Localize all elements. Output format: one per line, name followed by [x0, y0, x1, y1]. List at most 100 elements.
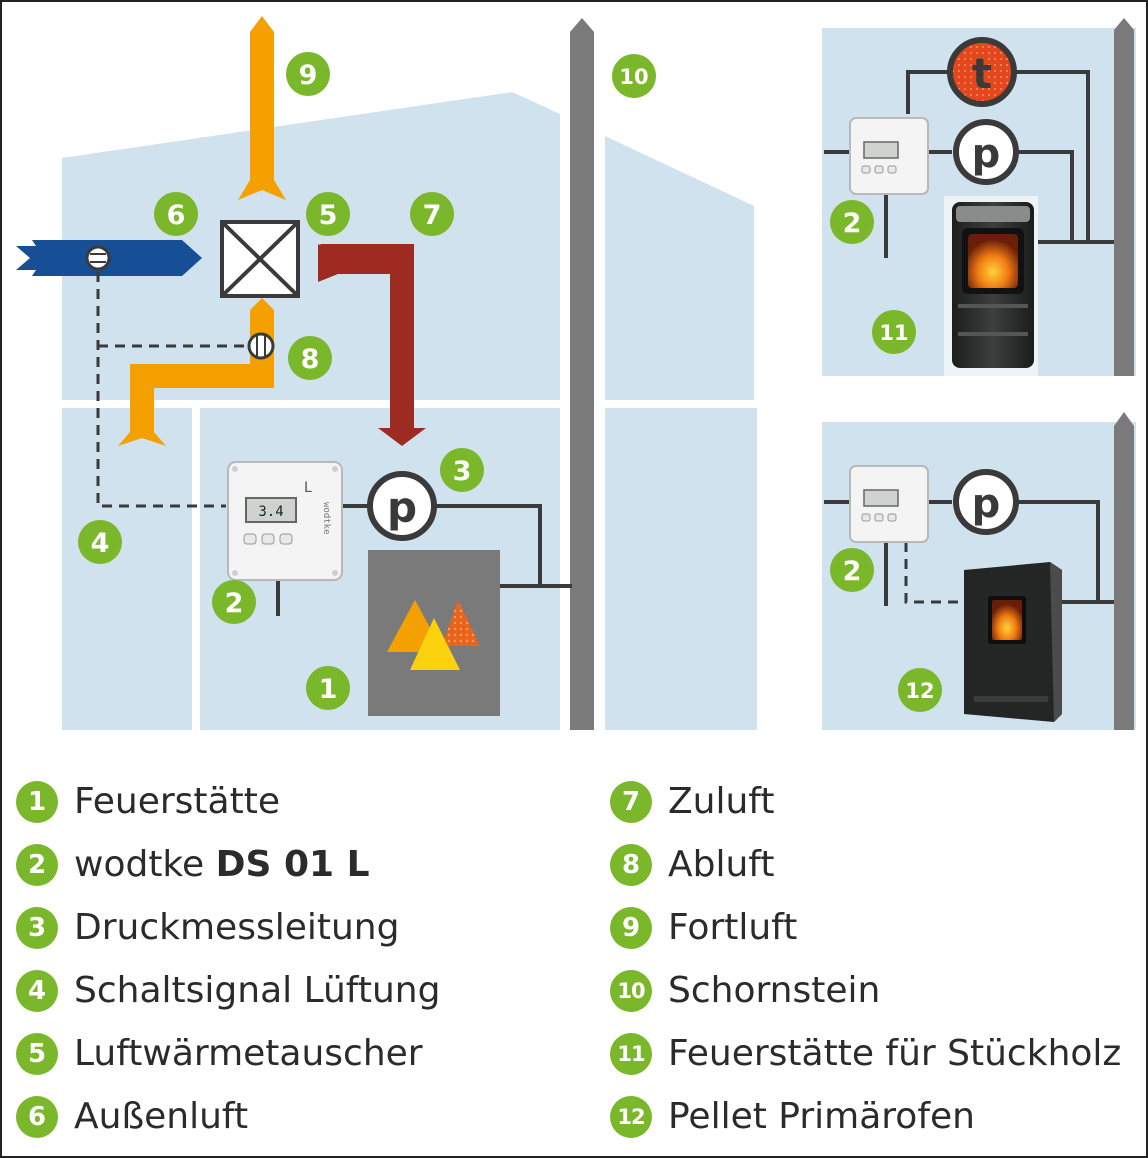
svg-text:9: 9: [299, 60, 318, 91]
device-inset-bottom: [849, 465, 929, 543]
legend-label: Pellet Primärofen: [668, 1096, 975, 1137]
badge-7: 7: [410, 192, 454, 236]
svg-text:p: p: [972, 131, 1001, 177]
legend-item: 6 Außenluft: [16, 1085, 440, 1148]
legend-label: Schornstein: [668, 970, 880, 1011]
legend-number-badge: 6: [16, 1095, 58, 1138]
chimney: [570, 18, 594, 730]
svg-text:4: 4: [91, 528, 110, 559]
svg-text:2: 2: [225, 588, 244, 619]
device-brand: wodtke: [321, 502, 331, 535]
legend-item: 2 wodtke DS 01 L: [16, 833, 440, 896]
legend-label-text: Fortluft: [668, 907, 798, 948]
pellet-stove: [964, 562, 1062, 722]
log-stove: [944, 196, 1038, 376]
svg-text:L: L: [304, 480, 312, 496]
legend-label: wodtke DS 01 L: [74, 844, 370, 885]
signal-line-pellet: [904, 542, 962, 604]
device-display-text: 3.4: [258, 504, 283, 520]
legend-number-badge: 8: [610, 843, 652, 886]
legend-number-badge: 11: [610, 1032, 652, 1075]
legend-number-badge: 2: [16, 843, 58, 886]
legend-label: Feuerstätte: [74, 781, 280, 822]
legend-label: Zuluft: [668, 781, 774, 822]
legend-label-text: Druckmessleitung: [74, 907, 400, 948]
pressure-sensor-main: p: [367, 471, 437, 541]
legend-label-text: Feuerstätte: [74, 781, 280, 822]
svg-text:12: 12: [905, 679, 934, 703]
legend-label: Fortluft: [668, 907, 797, 948]
legend-label-text: Pellet Primärofen: [668, 1096, 975, 1137]
legend-label-text: Abluft: [668, 844, 775, 885]
legend-label-text: Luftwärmetauscher: [74, 1033, 423, 1074]
legend-label: Feuerstätte für Stückholz: [668, 1033, 1121, 1074]
house-upper-right: [605, 136, 754, 400]
legend-number-badge: 12: [610, 1095, 652, 1138]
legend-label-text: wodtke: [74, 844, 216, 885]
legend-label-text: Schaltsignal Lüftung: [74, 970, 441, 1011]
legend-label-text: Schornstein: [668, 970, 881, 1011]
badge-10: 10: [612, 54, 656, 98]
badge-9: 9: [286, 52, 330, 96]
legend-label: Schaltsignal Lüftung: [74, 970, 440, 1011]
badge-6: 6: [154, 192, 198, 236]
badge-12: 12: [898, 668, 942, 712]
legend-number-badge: 9: [610, 906, 652, 949]
legend-column-left: 1 Feuerstätte 2 wodtke DS 01 L 3 Druckmesslei…: [16, 770, 440, 1148]
chimney-inset-bottom: [1114, 412, 1134, 730]
badge-4: 4: [78, 520, 122, 564]
svg-text:11: 11: [879, 321, 908, 345]
inset-top-line: [906, 70, 952, 114]
fortluft-duct: [238, 16, 286, 200]
legend-number-badge: 7: [610, 780, 652, 823]
legend-label: Außenluft: [74, 1096, 248, 1137]
legend-item: 12 Pellet Primärofen: [610, 1085, 1121, 1148]
chimney-inset-top: [1114, 18, 1134, 376]
legend-item: 8 Abluft: [610, 833, 1121, 896]
legend-label: Luftwärmetauscher: [74, 1033, 423, 1074]
abluft-duct: [118, 298, 274, 446]
svg-text:10: 10: [619, 65, 648, 89]
svg-text:2: 2: [843, 208, 862, 239]
main-device: 3.4 L wodtke: [227, 461, 343, 581]
legend-item: 5 Luftwärmetauscher: [16, 1022, 440, 1085]
house-lower-right-room: [605, 408, 757, 730]
house-lower-left-room: [62, 408, 192, 730]
badge-2: 2: [212, 580, 256, 624]
abluft-sensor-icon: [247, 332, 275, 360]
pressure-sensor-inset-top: p: [953, 119, 1019, 185]
legend-label: Druckmessleitung: [74, 907, 399, 948]
svg-text:p: p: [972, 481, 1001, 527]
legend-label-bold: DS 01 L: [215, 844, 370, 885]
svg-text:1: 1: [319, 674, 338, 705]
temperature-sensor: t: [947, 37, 1017, 107]
fireplace: [368, 550, 500, 716]
pressure-line: [434, 504, 542, 586]
badge-2-inset-bottom: 2: [830, 548, 874, 592]
legend-item: 1 Feuerstätte: [16, 770, 440, 833]
legend-item: 7 Zuluft: [610, 770, 1121, 833]
house-upper-floor: [62, 92, 560, 400]
legend-item: 11 Feuerstätte für Stückholz: [610, 1022, 1121, 1085]
badge-2-inset-top: 2: [830, 200, 874, 244]
badge-3: 3: [440, 448, 484, 492]
svg-text:5: 5: [319, 200, 338, 231]
badge-8: 8: [288, 336, 332, 380]
badge-11: 11: [872, 310, 916, 354]
legend-label-text: Feuerstätte für Stückholz: [668, 1033, 1122, 1074]
legend: 1 Feuerstätte 2 wodtke DS 01 L 3 Druckmesslei…: [2, 770, 1146, 1150]
svg-text:2: 2: [843, 556, 862, 587]
legend-label-text: Zuluft: [668, 781, 775, 822]
pressure-sensor-inset-bottom: p: [953, 469, 1019, 535]
svg-text:p: p: [387, 483, 417, 532]
legend-label: Abluft: [668, 844, 774, 885]
device-inset-top: [849, 117, 929, 195]
legend-number-badge: 1: [16, 780, 58, 823]
legend-number-badge: 3: [16, 906, 58, 949]
aussenluft-sensor-icon: [85, 245, 111, 271]
svg-text:t: t: [972, 49, 992, 98]
legend-number-badge: 5: [16, 1032, 58, 1075]
